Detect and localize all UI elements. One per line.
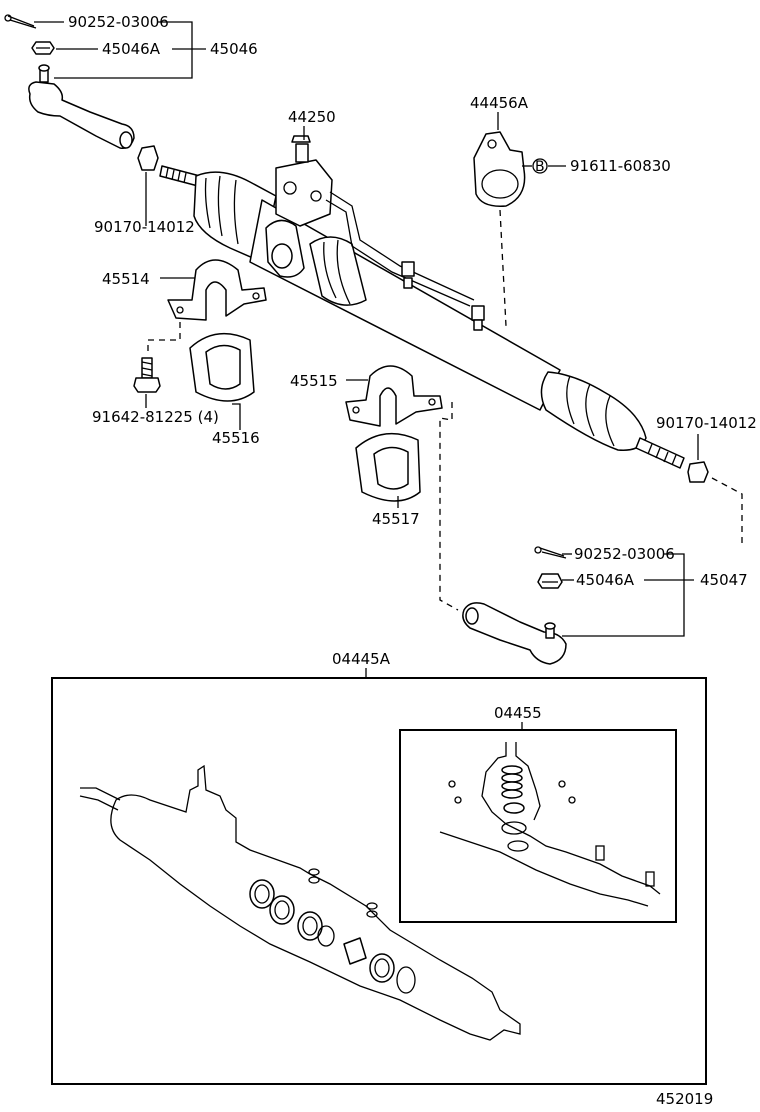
- label-gasket-kit: 04445A: [332, 650, 391, 668]
- grommet-45516: [189, 332, 255, 402]
- bolt-left: [133, 357, 161, 393]
- label-nut-left: 90170-14012: [94, 218, 195, 236]
- bolt-b-marker: B: [532, 158, 548, 175]
- cotter-pin-bottom: [534, 546, 567, 559]
- kit-box-04445a: [51, 677, 707, 1085]
- label-nut-top: 45046A: [102, 40, 161, 58]
- castle-nut-bottom: [537, 573, 563, 589]
- label-pin-bottom: 90252-03006: [574, 545, 675, 563]
- cotter-pin-top: [4, 14, 37, 29]
- lock-nut-left: [137, 145, 159, 171]
- label-bracket-left: 45514: [102, 270, 150, 288]
- label-bolt-left: 91642-81225 (4): [92, 408, 219, 426]
- label-nut-right: 90170-14012: [656, 414, 757, 432]
- tie-rod-end-left: [28, 64, 135, 150]
- label-grommet-left: 45516: [212, 429, 260, 447]
- kit-inner-parts: [439, 742, 661, 907]
- kit-box-04455: [399, 729, 677, 923]
- label-pin-top: 90252-03006: [68, 13, 169, 31]
- label-kit-inner: 04455: [494, 704, 542, 722]
- label-bolt-b: 91611-60830: [570, 157, 671, 175]
- lock-nut-right: [687, 461, 709, 483]
- figure-number: 452019: [656, 1090, 713, 1108]
- tie-rod-end-right: [462, 602, 567, 665]
- bracket-45514: [167, 259, 267, 321]
- kit-rack-outline: [79, 764, 521, 1041]
- label-nut-bottom: 45046A: [576, 571, 635, 589]
- label-bracket: 44456A: [470, 94, 529, 112]
- svg-text:B: B: [535, 159, 545, 175]
- castle-nut-top: [31, 41, 55, 55]
- label-tie-rod-end-left: 45046: [210, 40, 258, 58]
- label-tie-rod-end-right: 45047: [700, 571, 748, 589]
- bracket-44456a: [473, 131, 526, 207]
- label-bracket-right: 45515: [290, 372, 338, 390]
- label-gear-assy: 44250: [288, 108, 336, 126]
- label-grommet-right: 45517: [372, 510, 420, 528]
- bracket-45515: [345, 365, 443, 427]
- steering-gear-housing: [159, 135, 685, 469]
- grommet-45517: [355, 432, 421, 502]
